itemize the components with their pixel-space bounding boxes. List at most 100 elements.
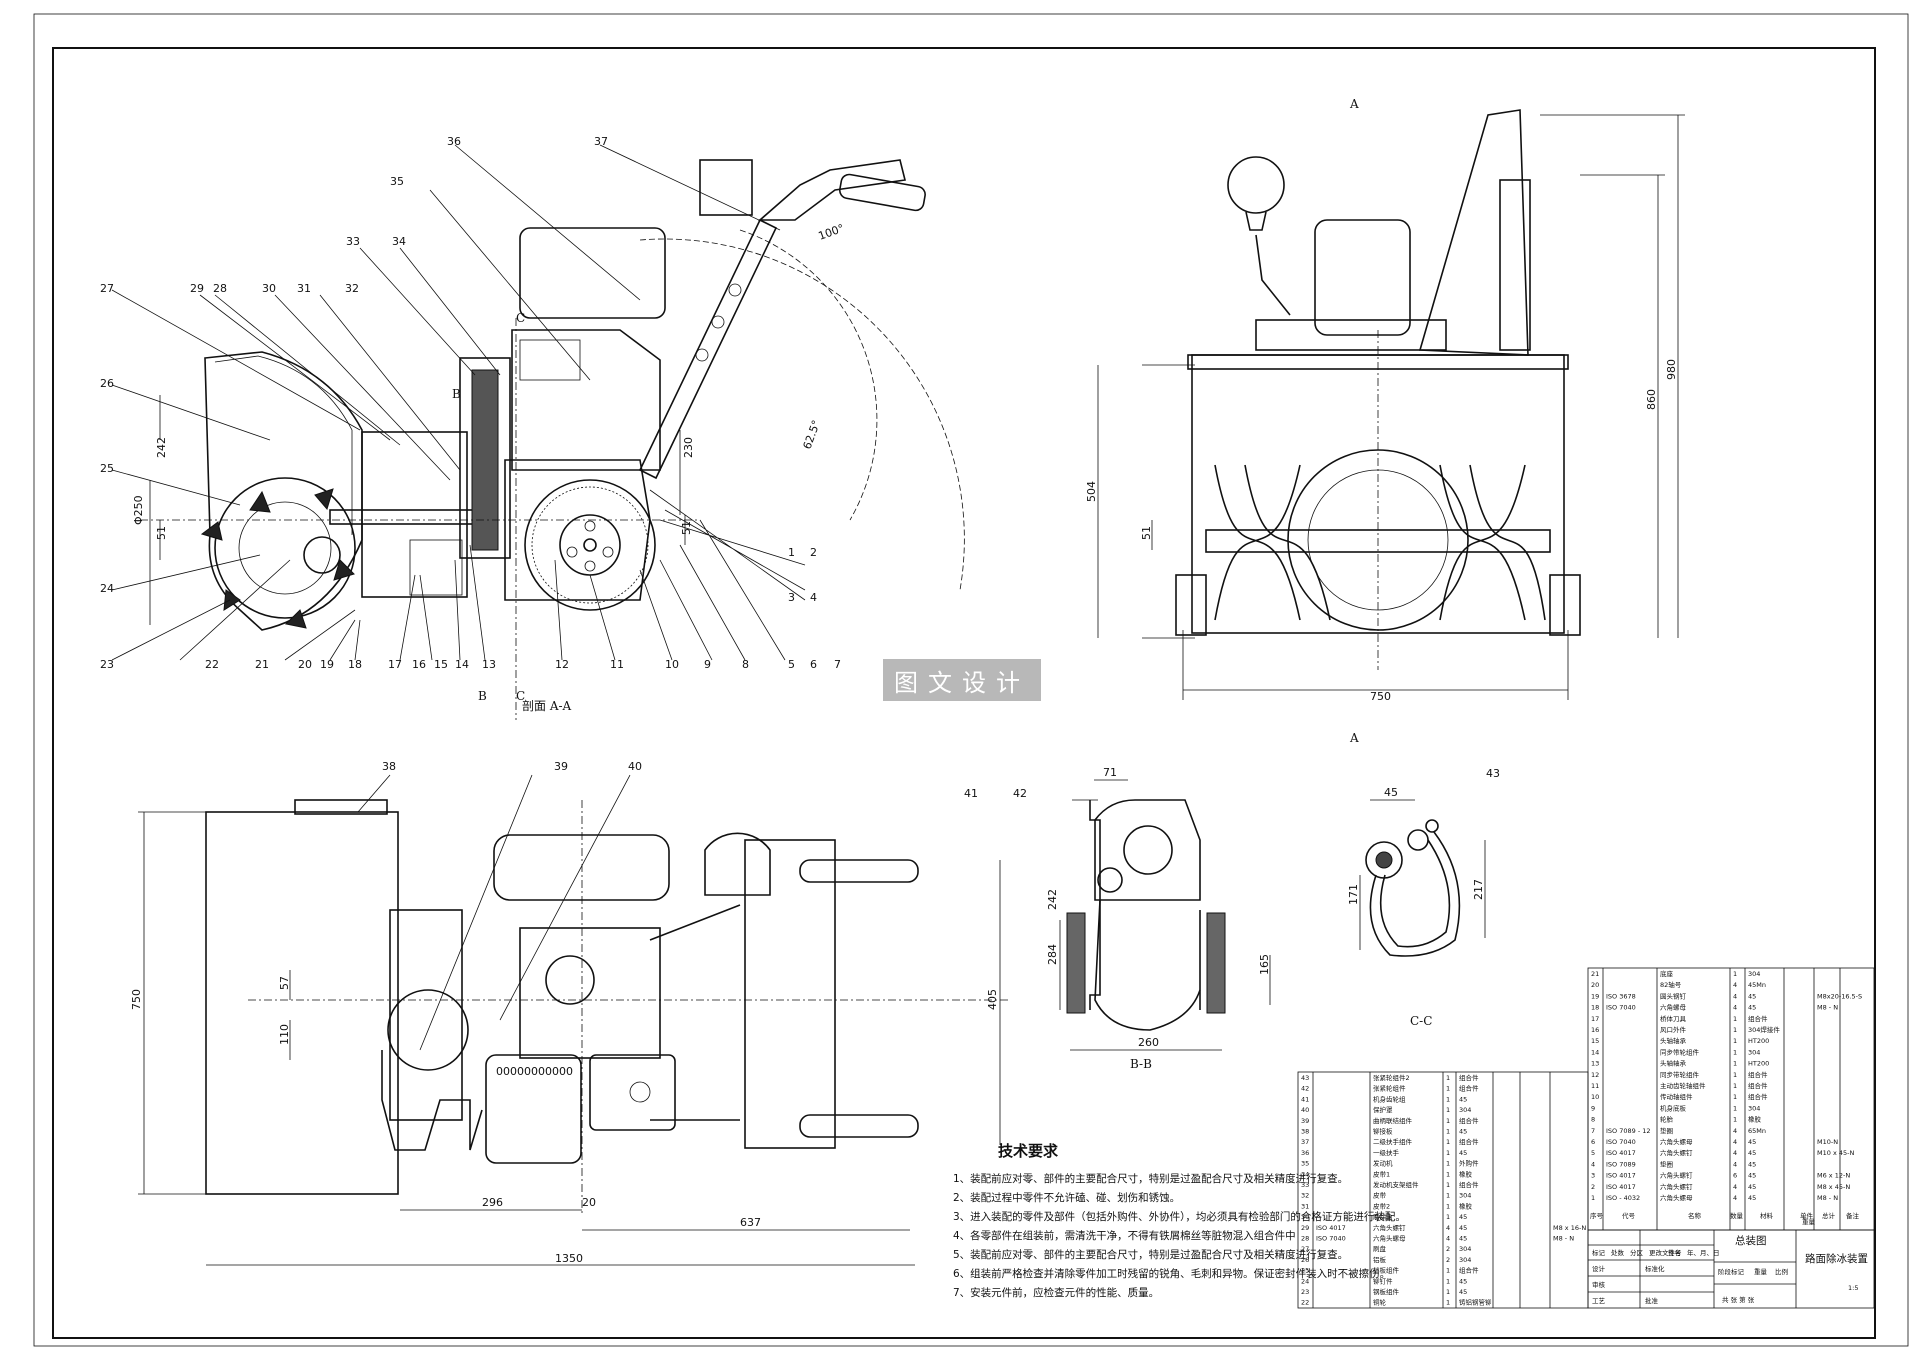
bom-lower-31-0: 31: [1301, 1202, 1309, 1210]
arrow-c-top: C: [516, 311, 525, 325]
bom-lower-43-3: 1: [1446, 1074, 1450, 1082]
title-sheet: 共 张 第 张: [1722, 1295, 1755, 1304]
bom-lower-42-3: 1: [1446, 1085, 1450, 1093]
bom-upper-4-2: 垫圈: [1660, 1159, 1673, 1168]
chassis: [504, 459, 651, 601]
bom-lower-24-2: 铆钉件: [1373, 1276, 1393, 1285]
dim-bb-4: 260: [1138, 1036, 1159, 1049]
handle-range-arc: [639, 238, 965, 591]
part-label-5: 5: [788, 658, 795, 671]
bom-lower-40-2: 保护罩: [1373, 1105, 1393, 1114]
bom-upper-7-3: 4: [1733, 1127, 1737, 1135]
dim-front-3: 980: [1665, 359, 1678, 380]
bom-upper-3-4: 45: [1748, 1172, 1756, 1180]
title-row-label-2: 分区: [1630, 1248, 1644, 1257]
bom-lower-25-4: 组合件: [1459, 1266, 1479, 1275]
bom-upper-8-0: 8: [1591, 1116, 1595, 1124]
bom-lower-27-4: 304: [1459, 1245, 1471, 1253]
bom-upper-12-0: 12: [1591, 1071, 1599, 1079]
title-weight: 重量: [1754, 1268, 1768, 1276]
arrow-a-front: A: [1349, 97, 1359, 111]
chute-side: [1499, 179, 1531, 351]
side-dim-lines: [149, 395, 686, 625]
part-label-27: 27: [100, 282, 114, 295]
bom-upper-1-3: 4: [1733, 1194, 1737, 1202]
bom-lower-28-4: 45: [1459, 1235, 1467, 1243]
bom-upper-18-3: 4: [1733, 1004, 1737, 1012]
bom-lower-22-3: 1: [1446, 1299, 1450, 1307]
part-label-8: 8: [742, 658, 749, 671]
title-row-label-4: 签名: [1668, 1248, 1681, 1257]
front-skid-left: [1175, 574, 1207, 636]
bom-upper-2-5: M8 x 45-N: [1817, 1183, 1850, 1191]
bom-lower-36-3: 1: [1446, 1149, 1450, 1157]
bom-lower-remark-29: M8 x 16-N: [1553, 1224, 1586, 1232]
bom-upper-21-2: 底座: [1660, 969, 1674, 978]
bom-upper-3-3: 6: [1733, 1172, 1737, 1180]
part-label-30: 30: [262, 282, 276, 295]
dim-cc-2: 217: [1472, 879, 1485, 900]
part-label-15: 15: [434, 658, 448, 671]
bom-upper-19-1: ISO 3678: [1606, 992, 1636, 1000]
bom-upper-10-4: 组合件: [1748, 1092, 1768, 1101]
dim-front-2: 860: [1645, 389, 1658, 410]
bom-upper-21-0: 21: [1591, 970, 1599, 978]
bom-upper-20-4: 45Mn: [1748, 981, 1766, 989]
bom-upper-8-3: 1: [1733, 1116, 1737, 1124]
bom-upper-17-2: 桥体刀具: [1660, 1014, 1687, 1023]
part-label-37: 37: [594, 135, 608, 148]
bom-upper-2-0: 2: [1591, 1183, 1595, 1191]
title-drawing-name: 总装图: [1735, 1234, 1767, 1247]
bom-header-1: 代号: [1622, 1211, 1636, 1220]
bom-lower-36-2: 一级扶手: [1373, 1148, 1400, 1157]
bom-upper-6-2: 六角头螺母: [1660, 1137, 1693, 1146]
bom-lower-29-4: 45: [1459, 1224, 1467, 1232]
part-label-29: 29: [190, 282, 204, 295]
bom-lower-39-3: 1: [1446, 1117, 1450, 1125]
front-skid-right: [1549, 574, 1581, 636]
bom-lower-39-0: 39: [1301, 1117, 1309, 1125]
bom-upper-6-5: M10-N: [1817, 1138, 1838, 1146]
bom-header-7: 备注: [1846, 1211, 1860, 1220]
bom-lower-32-2: 皮带: [1373, 1191, 1387, 1200]
plan-chute: [381, 1050, 483, 1151]
bom-lower-31-3: 1: [1446, 1202, 1450, 1210]
chute: [1418, 109, 1529, 356]
tech-line-0: 1、装配前应对零、部件的主要配合尺寸，特别是过盈配合尺寸及相关精度进行复查。: [953, 1172, 1348, 1185]
bom-lower-38-0: 38: [1301, 1128, 1309, 1136]
part-label-39: 39: [554, 760, 568, 773]
bom-lower-38-2: 铆接板: [1373, 1127, 1393, 1136]
dim-side-3: 230: [682, 437, 695, 458]
dim-plan-6: 637: [740, 1216, 761, 1229]
title-process: 工艺: [1592, 1297, 1606, 1305]
title-row-label-5: 年、月、日: [1687, 1248, 1720, 1257]
bom-lower-26-2: 铝板: [1373, 1255, 1387, 1264]
part-label-16: 16: [412, 658, 426, 671]
bom-upper-18-1: ISO 7040: [1606, 1004, 1636, 1012]
bom-upper-9-2: 机身底板: [1660, 1103, 1687, 1112]
bom-upper-12-4: 组合件: [1748, 1070, 1768, 1079]
cc-belt-outer: [1369, 831, 1461, 957]
front-lamp-stem: [1245, 211, 1291, 316]
side-center-lines: [140, 318, 700, 720]
bom-lower-27-0: 27: [1301, 1245, 1309, 1253]
part-label-22: 22: [205, 658, 219, 671]
part-label-12: 12: [555, 658, 569, 671]
bom-upper-18-0: 18: [1591, 1004, 1599, 1012]
part-label-18: 18: [348, 658, 362, 671]
dim-plan-4: 296: [482, 1196, 503, 1209]
bom-upper-2-3: 4: [1733, 1183, 1737, 1191]
bom-upper-12-3: 1: [1733, 1071, 1737, 1079]
title-approve: 批准: [1645, 1296, 1659, 1305]
side-section-view: [111, 144, 965, 720]
bom-header-4: 材料: [1760, 1211, 1774, 1220]
bom-lower-27-2: 刷盘: [1373, 1244, 1387, 1253]
bom-lower-38-3: 1: [1446, 1128, 1450, 1136]
bom-upper-21-4: 304: [1748, 970, 1760, 978]
tech-title: 技术要求: [998, 1142, 1059, 1160]
bom-lower-30-3: 1: [1446, 1213, 1450, 1221]
bom-lower-29-1: ISO 4017: [1316, 1224, 1346, 1232]
title-row-label-0: 标记: [1592, 1248, 1606, 1257]
bom-lower-42-2: 张紧轮组件: [1373, 1084, 1406, 1093]
